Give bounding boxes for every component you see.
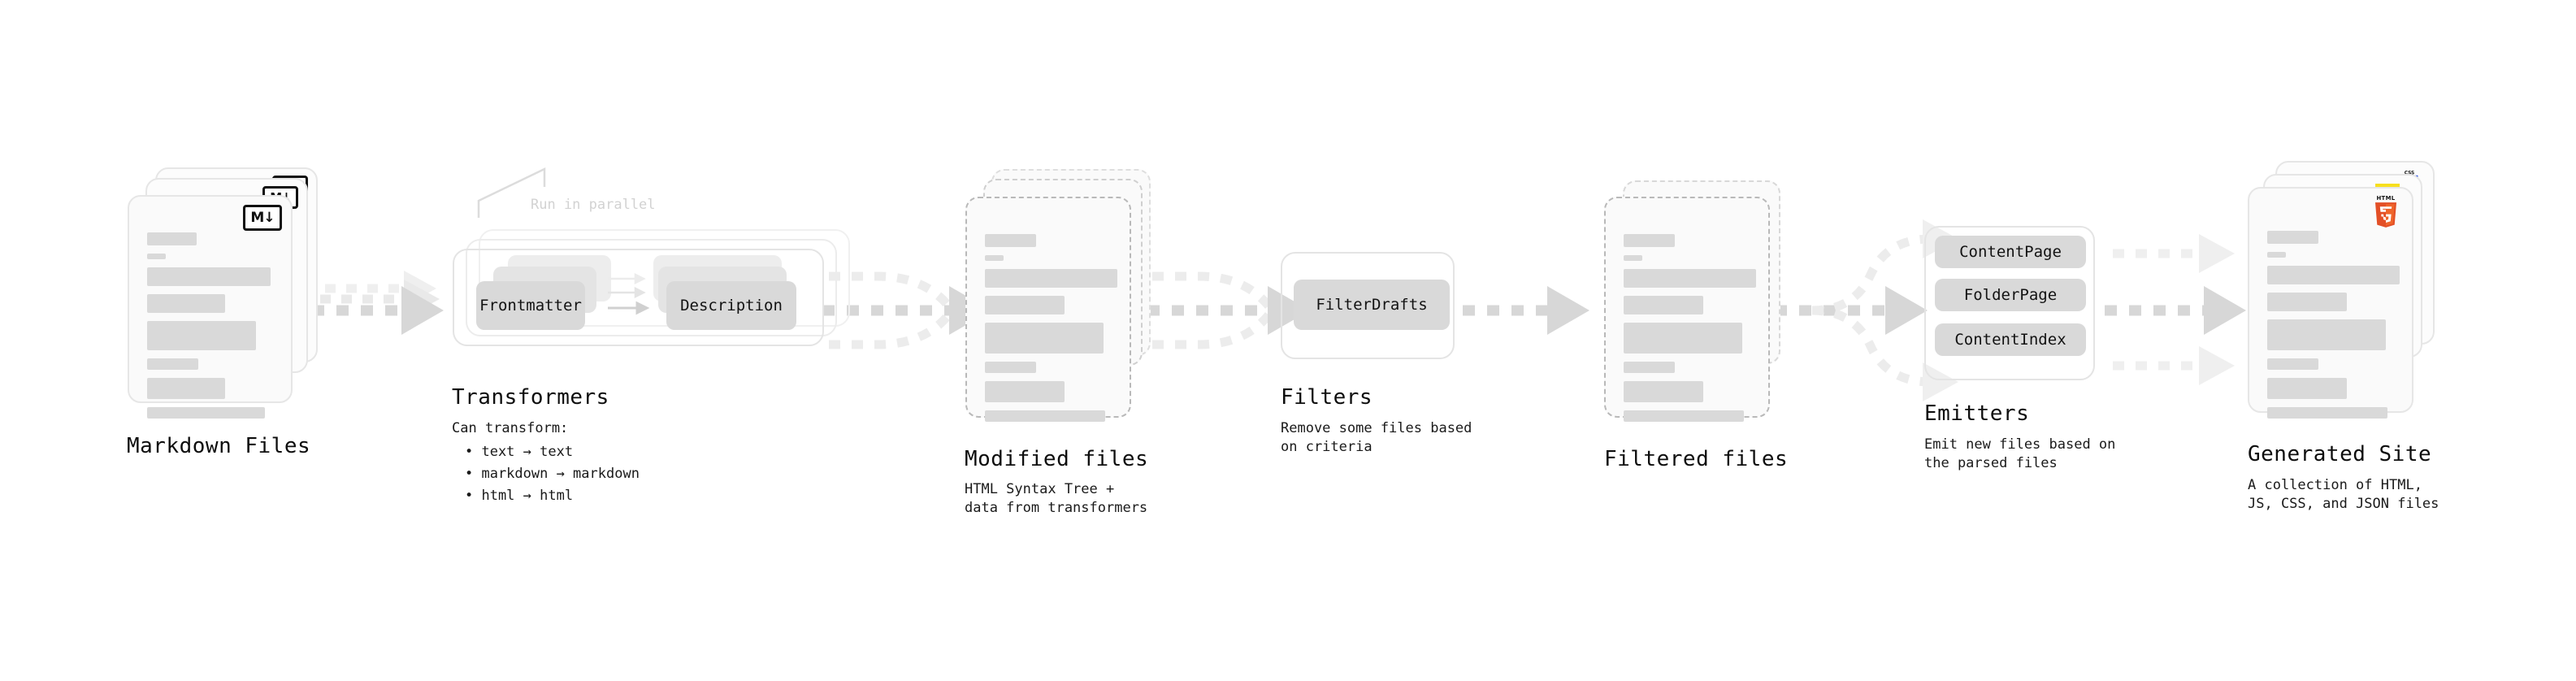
transformer-group-front [453, 249, 824, 346]
generated-file-card-html: HTML [2248, 187, 2413, 419]
modified-files-subtitle: HTML Syntax Tree + data from transformer… [965, 481, 1148, 516]
transformer-inner-arrows [608, 272, 650, 315]
transformer-pill-frontmatter[interactable]: Frontmatter [476, 281, 585, 330]
emitters-subtitle: Emit new files based on the parsed files [1924, 436, 2116, 471]
markdown-icon: M↓ [243, 205, 282, 231]
stage-title-modified-files: Modified files [965, 447, 1149, 471]
generated-site-subtitle: A collection of HTML, JS, CSS, and JSON … [2248, 477, 2439, 512]
filtered-file-card [1604, 197, 1770, 422]
emitters-group-box [1924, 226, 2095, 380]
transformer-pill-description[interactable]: Description [666, 281, 796, 330]
filter-pill-filterdrafts[interactable]: FilterDrafts [1294, 280, 1450, 330]
emitter-pill-contentindex[interactable]: ContentIndex [1935, 323, 2086, 356]
stage-title-filtered-files: Filtered files [1604, 447, 1789, 471]
stage-title-generated-site: Generated Site [2248, 442, 2432, 466]
run-in-parallel-caption: Run in parallel [531, 197, 656, 213]
stage-title-filters: Filters [1281, 385, 1373, 410]
stage-title-transformers: Transformers [452, 385, 609, 410]
svg-text:HTML: HTML [2376, 195, 2395, 202]
document-content-placeholder [985, 226, 1117, 430]
document-content-placeholder [2267, 216, 2400, 427]
html5-icon: HTML [2374, 195, 2397, 228]
transformers-bullet-2: • html → html [465, 488, 574, 504]
document-content-placeholder [1624, 226, 1756, 430]
stage-title-markdown-files: Markdown Files [127, 434, 311, 458]
markdown-file-card: M↓ [128, 195, 293, 419]
emitter-pill-contentpage[interactable]: ContentPage [1935, 236, 2086, 268]
modified-file-card [965, 197, 1131, 422]
filters-subtitle: Remove some files based on criteria [1281, 420, 1472, 455]
filters-group-box [1281, 252, 1455, 359]
stage-title-emitters: Emitters [1924, 401, 2030, 426]
emitter-pill-folderpage[interactable]: FolderPage [1935, 279, 2086, 311]
transformers-bullet-0: • text → text [465, 444, 574, 460]
transformers-subtitle: Can transform: [452, 420, 569, 436]
transformers-bullet-1: • markdown → markdown [465, 466, 640, 482]
transformer-group-back2 [479, 229, 850, 327]
document-content-placeholder [147, 224, 275, 427]
transformer-group-back1 [466, 239, 837, 336]
svg-text:CSS: CSS [2405, 171, 2415, 176]
